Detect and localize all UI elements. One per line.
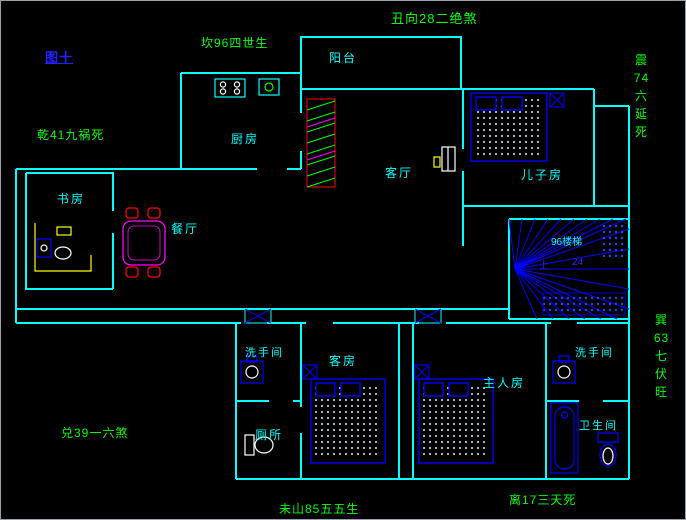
bedside-cross-icon [302,364,318,380]
window-cross-icon [414,308,442,324]
beds [310,92,548,464]
dining-table-icon [122,220,166,266]
dining-set [122,207,166,278]
washbasins [240,355,576,384]
fengshui-upper-left: 坎96四世生 [201,36,269,50]
guest-bed-icon [310,378,386,464]
corridor-walls [16,308,629,324]
keyboard-icon [56,226,72,236]
stair-hatch [542,292,626,316]
bottom-room-walls [235,323,629,480]
figure-label: 图十 [45,50,74,65]
label-stairs-up: 上 [539,261,549,272]
staircase [508,218,630,320]
chair-icon [147,266,161,278]
study-desk [34,223,92,272]
dining-table-inner [127,225,161,261]
computer-icon [36,238,52,258]
bedside-table-icon [302,364,318,380]
label-washroom-left: 洗手间 [245,347,284,359]
window-icon [244,308,272,324]
window-cross-icon [244,308,272,324]
label-stairs: 96楼梯 [551,237,583,248]
label-son-room: 儿子房 [521,168,564,182]
washbasin-icon [552,355,576,384]
fengshui-left: 乾41九祸死 [37,128,105,142]
fengshui-lower-left: 兑39一六煞 [61,426,129,440]
stove-icon [214,78,246,98]
plant-cabinet-icon [306,98,336,188]
stair-hatch [599,223,627,257]
chair-icon [125,266,139,278]
fengshui-right-lower: 巽63七伏旺 [653,313,670,399]
fengshui-right-upper: 震74六延死 [633,53,650,139]
son-bed-icon [470,92,548,162]
bedside-cross-icon [549,92,565,108]
toilet-icon-right [597,432,619,467]
screen-icon [40,244,48,252]
label-living-room: 客厅 [385,166,414,180]
label-guest-room: 客房 [329,354,358,368]
walls [15,36,630,480]
fengshui-top: 丑向28二绝煞 [391,11,478,26]
fengshui-bottom-right: 离17三天死 [509,493,577,507]
label-stairs-number: 24 [572,257,584,268]
label-bathroom: 卫生间 [579,420,618,432]
balcony-walls [300,36,462,89]
bathtub-icon [550,402,579,474]
label-master-room: 主人房 [483,376,526,390]
label-dining: 餐厅 [171,222,200,236]
desk-icon [34,223,92,272]
office-chair-icon [54,246,72,260]
son-room-walls [462,89,629,246]
label-kitchen: 厨房 [231,132,260,146]
master-bed-icon [418,378,494,464]
chair-icon [147,207,161,219]
washbasin-icon [240,355,264,384]
kitchen-appliances [214,78,280,98]
bedside-table-icon [549,92,565,108]
left-exterior-wall [15,168,181,323]
label-toilet: 厕所 [255,428,284,442]
fengshui-bottom: 未山85五五生 [279,502,360,516]
kitchen-sink-icon [258,78,280,96]
toilet-icon-left [244,434,274,456]
label-washroom-right: 洗手间 [575,347,614,359]
kitchen-walls [180,72,302,170]
bedside-cross-icon [414,364,430,380]
study-walls [25,172,114,290]
door-icon [433,146,456,172]
window-symbols [244,308,442,324]
window-icon [414,308,442,324]
label-balcony: 阳台 [329,51,358,65]
chair-icon [125,207,139,219]
label-study: 书房 [57,192,86,206]
